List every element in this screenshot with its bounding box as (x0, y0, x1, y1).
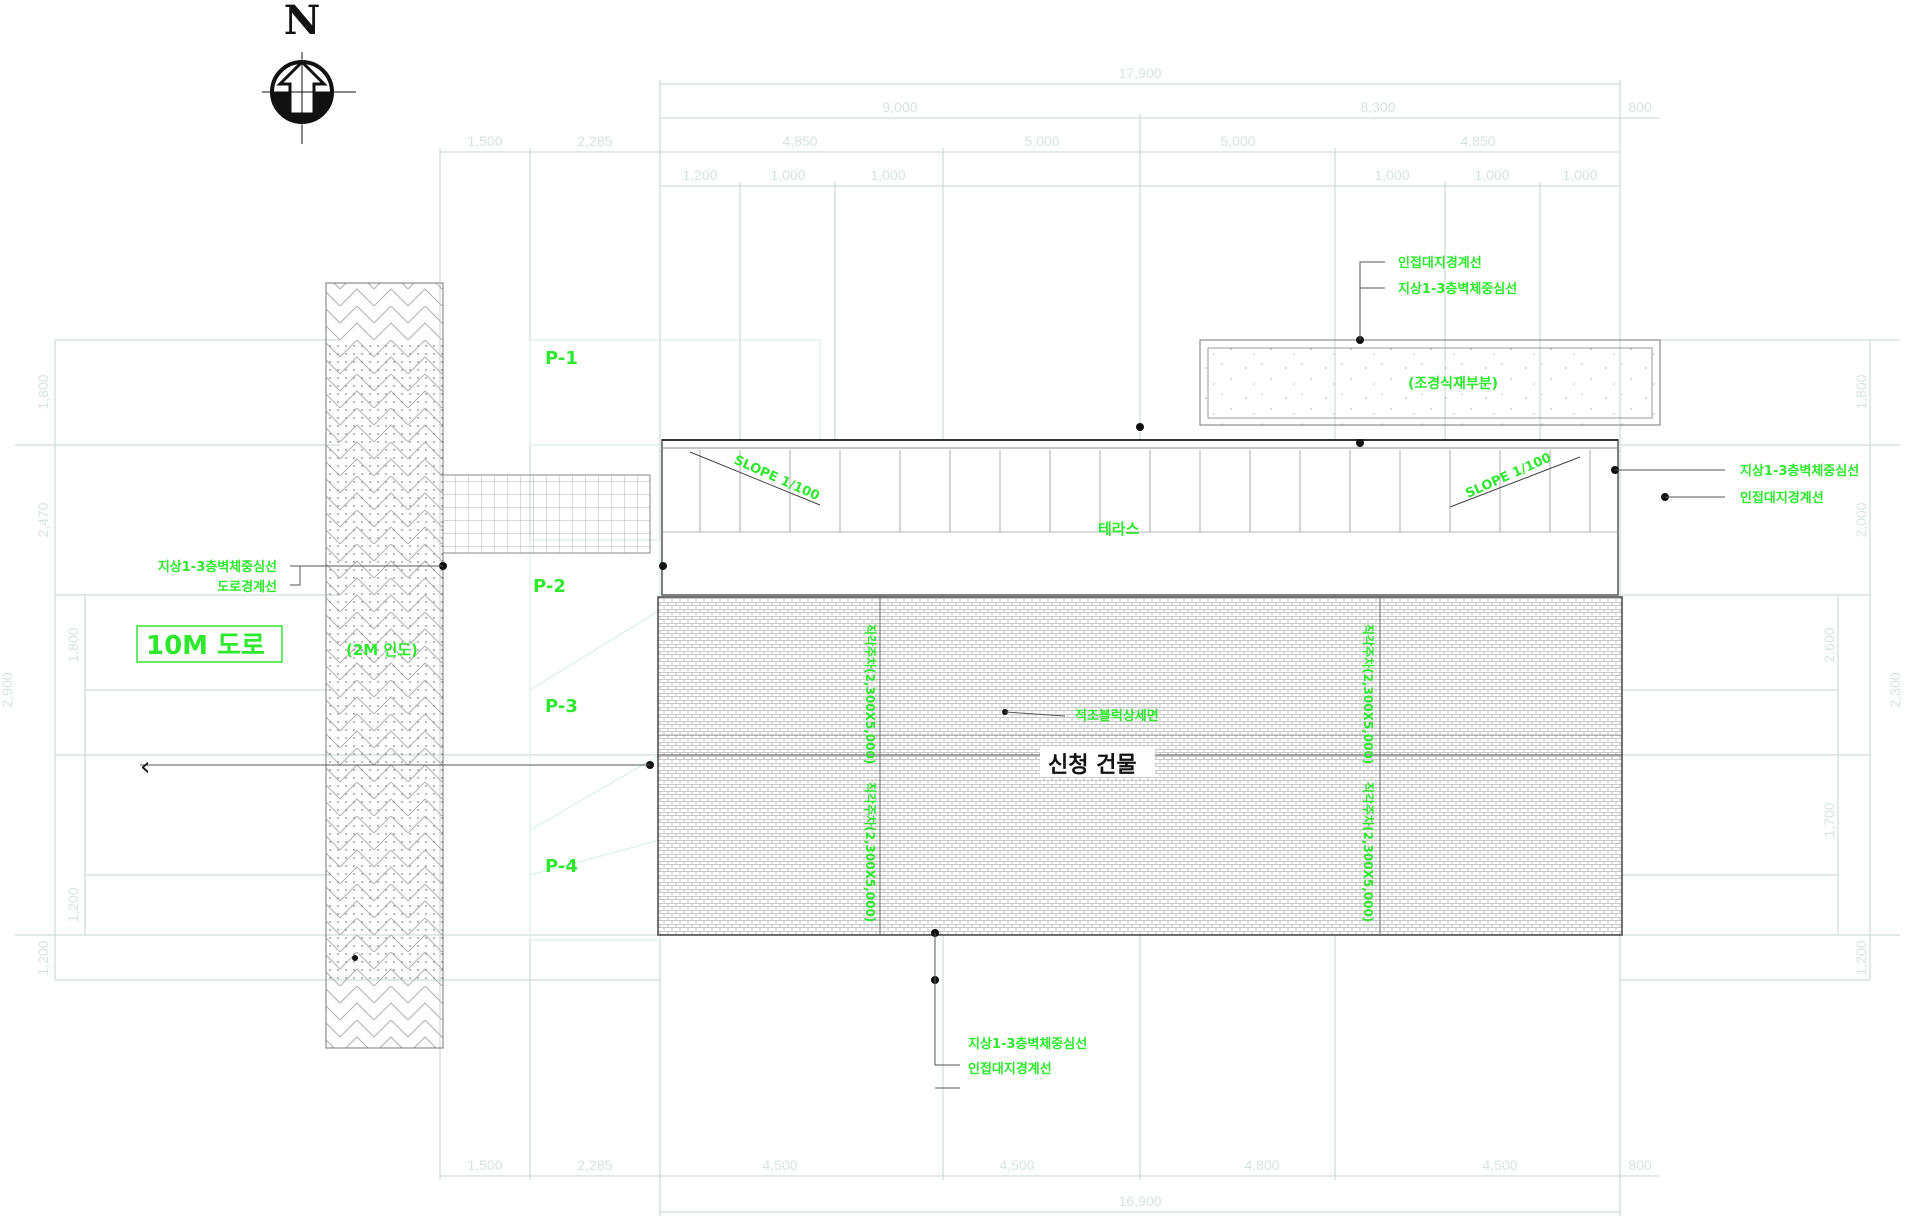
annotation-top-right-2: 지상1-3층벽체중심선 (1398, 281, 1517, 297)
dim-bottom1-g: 800 (1628, 1157, 1652, 1173)
parking-label-p4: P-4 (545, 856, 578, 877)
dim-top-total: 17,900 (1119, 65, 1162, 81)
dim-top3-d: 5,000 (1024, 133, 1059, 149)
floor-finish-label: 적조블럭상세면 (1075, 708, 1159, 724)
north-arrow-icon (262, 52, 356, 144)
dim-top4-a: 1,200 (682, 167, 717, 183)
dim-bottom-total: 16,900 (1119, 1193, 1162, 1209)
terrace-grid (662, 450, 1618, 533)
left-arrow-icon: ‹ (140, 752, 150, 782)
planting-area (1199, 339, 1661, 426)
dim-top3-b: 2,285 (577, 133, 612, 149)
dim-right-e: 1,700 (1821, 802, 1837, 837)
dim-bottom1-a: 1,500 (467, 1157, 502, 1173)
annotation-right-1: 지상1-3층벽체중심선 (1740, 463, 1859, 479)
dim-left-b: 2,470 (35, 502, 51, 537)
dim-bottom1-b: 2,285 (577, 1157, 612, 1173)
vertical-label-2: 직각주차(2,300X5,000) (863, 782, 878, 922)
dim-right-d: 2,300 (1887, 672, 1903, 707)
terrace-label: 테라스 (1098, 520, 1140, 538)
dim-bottom1-c: 4,500 (762, 1157, 797, 1173)
planting-label: (조경식재부분) (1408, 375, 1498, 392)
dim-top2-a: 9,000 (882, 99, 917, 115)
dim-left-e: 1,200 (65, 887, 81, 922)
dim-top4-c: 1,000 (870, 167, 905, 183)
dim-top4-f: 1,000 (1562, 167, 1597, 183)
vertical-label-3: 직각주차(2,300X5,000) (1361, 624, 1376, 764)
slope-arrows (689, 451, 1581, 508)
dim-right-f: 1,200 (1853, 940, 1869, 975)
road-label-box (136, 625, 283, 663)
dim-top3-a: 1,500 (467, 133, 502, 149)
dim-left-a: 1,800 (35, 374, 51, 409)
dim-left-f: 1,200 (35, 940, 51, 975)
dim-top3-c: 4,850 (782, 133, 817, 149)
entry-grid-area (442, 474, 651, 554)
dim-right-b: 2,000 (1853, 502, 1869, 537)
leader-lines (140, 261, 1725, 1089)
annotation-bottom-1: 지상1-3층벽체중심선 (968, 1036, 1087, 1052)
building-label: 신청 건물 (1048, 753, 1137, 778)
parking-label-p3: P-3 (545, 696, 578, 717)
dim-bottom1-e: 4,800 (1244, 1157, 1279, 1173)
dim-top2-b: 8,300 (1360, 99, 1395, 115)
annotation-left-1: 지상1-3층벽체중심선 (158, 559, 277, 575)
dim-bottom1-d: 4,500 (999, 1157, 1034, 1173)
dim-left-d: 2,900 (0, 672, 15, 707)
north-letter: N (284, 0, 321, 44)
parking-label-p2: P-2 (533, 576, 566, 597)
dim-top2-c: 800 (1628, 99, 1652, 115)
terrace-area (661, 439, 1619, 596)
road-label: 10M 도로 (146, 631, 265, 661)
parking-label-p1: P-1 (545, 348, 578, 369)
building-label-bg (1040, 747, 1155, 777)
dim-top4-e: 1,000 (1474, 167, 1509, 183)
vertical-label-1: 직각주차(2,300X5,000) (863, 624, 878, 764)
sidewalk-dots (326, 340, 443, 980)
sidewalk-label: (2M 인도) (346, 641, 418, 659)
vertical-label-4: 직각주차(2,300X5,000) (1361, 782, 1376, 922)
annotation-top-right-1: 인접대지경계선 (1398, 255, 1482, 271)
dim-top4-d: 1,000 (1374, 167, 1409, 183)
annotation-bottom-2: 인접대지경계선 (968, 1061, 1052, 1077)
dim-bottom1-f: 4,500 (1482, 1157, 1517, 1173)
dim-top3-e: 5,000 (1220, 133, 1255, 149)
annotation-right-2: 인접대지경계선 (1740, 490, 1824, 506)
dim-top4-b: 1,000 (770, 167, 805, 183)
dim-left-c: 1,800 (65, 627, 81, 662)
dim-right-c: 2,600 (1821, 627, 1837, 662)
annotation-left-2: 도로경계선 (217, 579, 277, 595)
dim-top3-f: 4,850 (1460, 133, 1495, 149)
dim-right-a: 1,800 (1853, 374, 1869, 409)
